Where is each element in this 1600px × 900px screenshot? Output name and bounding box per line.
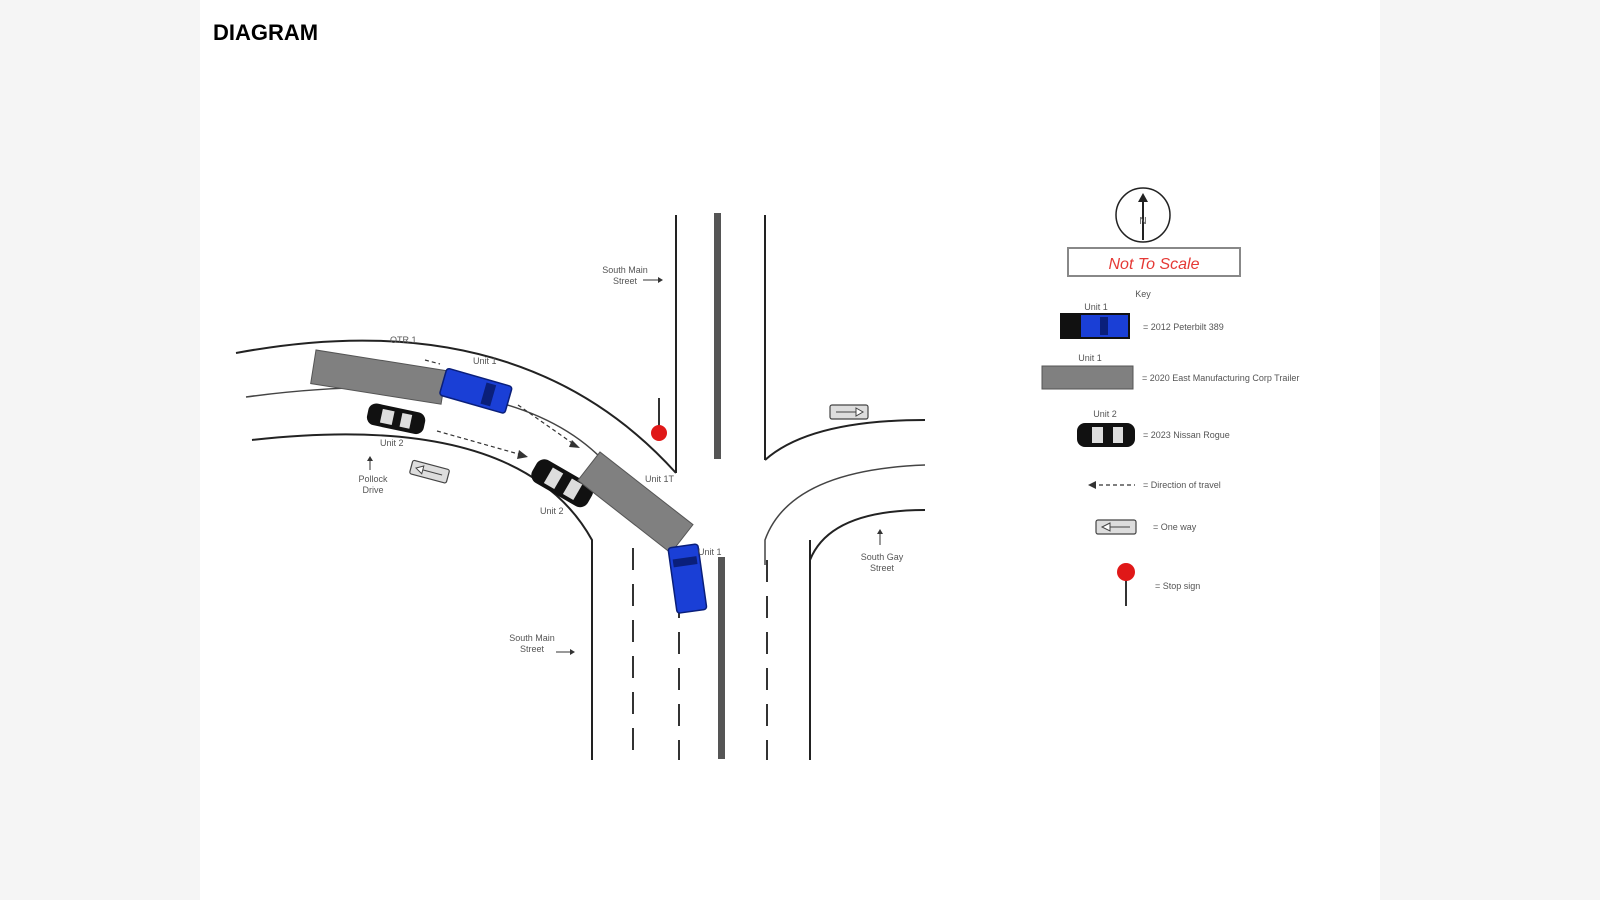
street-label-pollock: Pollock Drive xyxy=(358,456,388,495)
gay-street-center-curve xyxy=(764,464,926,565)
legend-caption: Unit 1 xyxy=(1078,353,1102,363)
not-to-scale-box: Not To Scale xyxy=(1067,247,1241,277)
unit1-trailer-final-label: Unit 1T xyxy=(645,474,675,484)
page-title: DIAGRAM xyxy=(213,20,319,45)
gay-street-south-edge xyxy=(809,509,926,561)
not-to-scale-text: Not To Scale xyxy=(1108,256,1199,273)
legend-text: = 2012 Peterbilt 389 xyxy=(1143,322,1224,332)
unit1-tractor-initial xyxy=(439,367,513,414)
street-label-line: South Gay xyxy=(861,552,904,562)
road-edge-south xyxy=(251,433,593,760)
unit2-final-label: Unit 2 xyxy=(540,506,564,516)
street-label-line: Drive xyxy=(362,485,383,495)
legend-car-icon xyxy=(1077,423,1135,447)
street-label-main-top: South Main Street xyxy=(602,265,663,286)
legend-one-way-icon xyxy=(1095,519,1137,535)
legend-text: = Stop sign xyxy=(1155,581,1200,591)
median-lines xyxy=(714,213,725,759)
median-south xyxy=(718,557,725,759)
direction-arrows xyxy=(424,359,576,456)
road-lines xyxy=(235,215,926,760)
stop-sign-icon xyxy=(651,398,667,441)
unit1-final-label: Unit 1 xyxy=(698,547,722,557)
legend-stop-sign-icon xyxy=(1117,563,1135,606)
unit1-trailer-initial xyxy=(310,349,447,405)
street-label-line: Street xyxy=(870,563,895,573)
arrowhead-icon xyxy=(877,529,883,534)
street-label-line: Street xyxy=(613,276,638,286)
north-arrow-icon: N xyxy=(1115,187,1171,243)
travel-arrow-unit1 xyxy=(517,404,576,446)
unit2-car-final xyxy=(531,459,594,508)
legend-text: = 2023 Nissan Rogue xyxy=(1143,430,1230,440)
travel-arrow-unit2 xyxy=(436,430,523,456)
unit1-tractor-final xyxy=(667,543,708,614)
legend-direction-arrow-icon xyxy=(1088,481,1135,489)
legend-caption: Unit 1 xyxy=(1084,302,1108,312)
north-letter: N xyxy=(1139,216,1146,227)
unit2-label: Unit 2 xyxy=(380,438,404,448)
street-label-line: South Main xyxy=(602,265,648,275)
arrowhead-icon xyxy=(517,450,528,459)
street-label-line: Street xyxy=(520,644,545,654)
arrowhead-icon xyxy=(658,277,663,283)
page-background xyxy=(200,0,1380,900)
one-way-sign-icon xyxy=(409,459,450,484)
legend-trailer-icon xyxy=(1041,365,1134,390)
street-label-line: South Main xyxy=(509,633,555,643)
legend-tractor-icon xyxy=(1060,313,1130,339)
unit1-tractor-label: Unit 1 xyxy=(473,356,497,366)
street-label-line: Pollock xyxy=(358,474,388,484)
legend-text: = Direction of travel xyxy=(1143,480,1221,490)
arrowhead-icon xyxy=(367,456,373,461)
unit2-car-initial xyxy=(366,403,426,435)
road-edge-north xyxy=(235,339,677,474)
street-label-gay: South Gay Street xyxy=(861,529,904,573)
travel-arrow-top xyxy=(424,359,441,365)
arrowhead-icon xyxy=(569,440,580,448)
legend-title: Key xyxy=(1135,289,1151,299)
legend-caption: Unit 2 xyxy=(1093,409,1117,419)
arrowhead-icon xyxy=(570,649,575,655)
legend-text: = One way xyxy=(1153,522,1197,532)
legend-text: = 2020 East Manufacturing Corp Trailer xyxy=(1142,373,1299,383)
gay-street-north-edge xyxy=(764,419,926,461)
unit1-trailer-final xyxy=(577,451,694,554)
one-way-sign-icon xyxy=(829,404,869,420)
unit1-trailer-label: OTR 1 xyxy=(390,335,417,345)
legend: Key Unit 1 = 2012 Peterbilt 389 Unit 1 =… xyxy=(1041,289,1299,606)
median-north xyxy=(714,213,721,459)
street-label-main-bottom: South Main Street xyxy=(509,633,575,655)
